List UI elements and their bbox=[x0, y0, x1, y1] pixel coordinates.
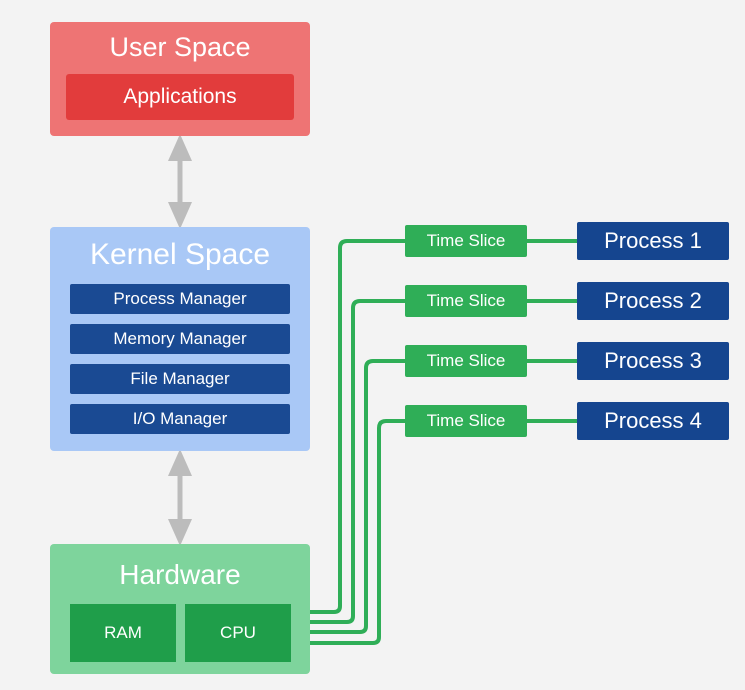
hardware-box: Hardware RAM CPU bbox=[50, 544, 310, 674]
process-manager-box: Process Manager bbox=[70, 284, 290, 314]
io-manager-box: I/O Manager bbox=[70, 404, 290, 434]
cpu-timeslice-line-4 bbox=[291, 419, 405, 645]
process-2-box: Process 2 bbox=[577, 282, 729, 320]
time-slice-4: Time Slice bbox=[405, 405, 527, 437]
applications-box: Applications bbox=[66, 74, 294, 120]
ram-box: RAM bbox=[70, 604, 176, 662]
cpu-box: CPU bbox=[185, 604, 291, 662]
user-space-title: User Space bbox=[109, 31, 251, 62]
cpu-timeslice-line-1 bbox=[291, 239, 405, 614]
kernel-space-box: Kernel Space Process Manager Memory Mana… bbox=[50, 227, 310, 451]
process-3-box: Process 3 bbox=[577, 342, 729, 380]
hardware-title: Hardware bbox=[119, 559, 241, 590]
time-slice-1: Time Slice bbox=[405, 225, 527, 257]
memory-manager-box: Memory Manager bbox=[70, 324, 290, 354]
file-manager-box: File Manager bbox=[70, 364, 290, 394]
time-slice-2: Time Slice bbox=[405, 285, 527, 317]
cpu-timeslice-line-3 bbox=[291, 359, 405, 634]
user-space-box: User Space Applications bbox=[50, 22, 310, 136]
process-4-box: Process 4 bbox=[577, 402, 729, 440]
process-1-box: Process 1 bbox=[577, 222, 729, 260]
kernel-space-title: Kernel Space bbox=[89, 238, 271, 271]
time-slice-3: Time Slice bbox=[405, 345, 527, 377]
cpu-timeslice-line-2 bbox=[291, 299, 405, 624]
